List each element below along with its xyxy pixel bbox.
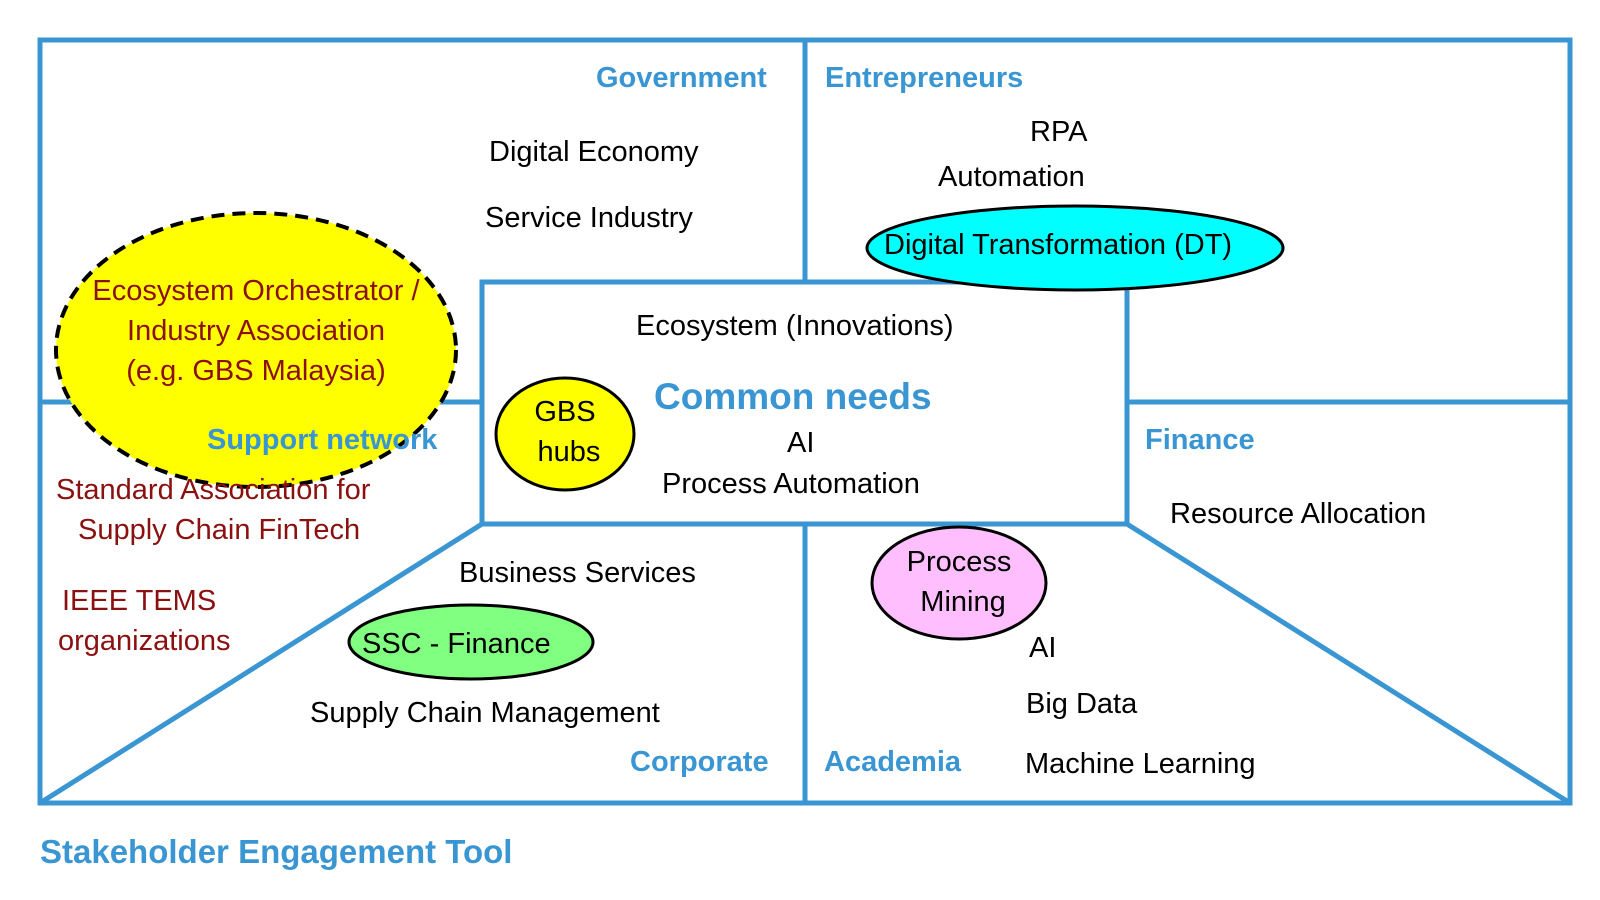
orchestrator-line: (e.g. GBS Malaysia) <box>126 355 386 387</box>
gbs-label: hubs <box>537 436 601 468</box>
entrepreneurs-item: Automation <box>938 161 1085 193</box>
process-mining-label: Mining <box>920 586 1006 618</box>
center-item: Process Automation <box>662 468 920 500</box>
government-heading: Government <box>596 62 767 94</box>
center-top-label: Ecosystem (Innovations) <box>636 310 954 342</box>
government-item: Service Industry <box>485 202 693 234</box>
process-mining-ellipse <box>870 525 1048 641</box>
orchestrator-line: Industry Association <box>127 315 385 347</box>
dt-label: Digital Transformation (DT) <box>884 229 1233 261</box>
corporate-heading: Corporate <box>630 746 769 778</box>
dt-ellipse <box>865 204 1285 292</box>
center-item: AI <box>787 427 815 459</box>
ssc-ellipse <box>347 603 595 681</box>
finance-item: Resource Allocation <box>1170 498 1427 530</box>
support-heading: Support network <box>207 424 438 456</box>
corporate-item: Business Services <box>459 557 696 589</box>
diagram-caption: Stakeholder Engagement Tool <box>40 833 513 870</box>
gbs-ellipse <box>494 376 636 492</box>
entrepreneurs-item: RPA <box>1030 116 1088 148</box>
entrepreneurs-heading: Entrepreneurs <box>825 62 1024 94</box>
support-item: Standard Association for <box>56 474 371 506</box>
divider-left-diagonal <box>38 521 484 806</box>
orchestrator-ellipse <box>54 211 458 489</box>
ssc-label: SSC - Finance <box>362 628 551 660</box>
government-item: Digital Economy <box>489 136 699 168</box>
support-item: IEEE TEMS <box>62 585 217 617</box>
center-title: Common needs <box>654 376 932 417</box>
support-item: Supply Chain FinTech <box>78 514 361 546</box>
finance-heading: Finance <box>1145 424 1255 456</box>
academia-item: AI <box>1029 632 1057 664</box>
academia-heading: Academia <box>824 746 962 778</box>
process-mining-label: Process <box>906 546 1012 578</box>
center-box <box>479 279 1130 527</box>
support-item: organizations <box>58 625 231 657</box>
academia-item: Big Data <box>1026 688 1138 720</box>
divider-right-diagonal <box>1125 521 1572 806</box>
orchestrator-line: Ecosystem Orchestrator / <box>92 275 420 307</box>
gbs-label: GBS <box>534 396 596 428</box>
corporate-item: Supply Chain Management <box>310 697 660 729</box>
academia-item: Machine Learning <box>1025 748 1256 780</box>
